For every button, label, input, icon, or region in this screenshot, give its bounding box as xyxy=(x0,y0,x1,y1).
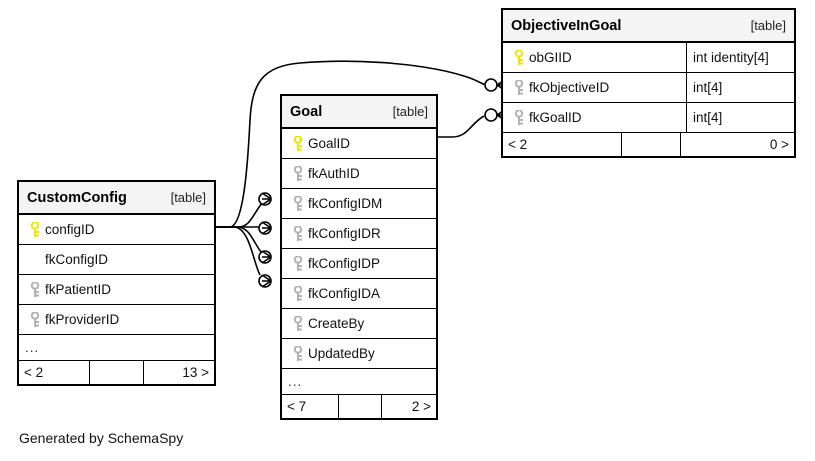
column-cell: fkConfigIDR xyxy=(282,219,436,248)
table-row[interactable]: GoalID xyxy=(282,128,436,158)
column-name: fkAuthID xyxy=(308,166,360,181)
foreign-key-icon xyxy=(288,255,308,272)
footer-middle xyxy=(338,395,382,418)
footer-parent-count: < 7 xyxy=(287,399,307,414)
edge-endpoint-circle xyxy=(258,250,272,264)
footer-middle xyxy=(89,361,144,384)
column-cell: GoalID xyxy=(282,129,436,158)
table-row[interactable]: obGIID int identity[4] xyxy=(503,42,794,72)
column-name: fkConfigIDR xyxy=(308,226,381,241)
column-cell: fkConfigIDP xyxy=(282,249,436,278)
table-row[interactable]: configID xyxy=(19,214,214,244)
column-name: fkConfigIDA xyxy=(308,286,381,301)
column-cell: fkConfigIDA xyxy=(282,279,436,308)
table-row[interactable]: fkProviderID xyxy=(19,304,214,334)
table-row[interactable]: fkConfigIDM xyxy=(282,188,436,218)
primary-key-icon xyxy=(288,135,308,152)
column-name: fkProviderID xyxy=(45,312,120,327)
table-row[interactable]: UpdatedBy xyxy=(282,338,436,368)
table-name: Goal xyxy=(290,103,323,120)
table-row[interactable]: fkConfigIDR xyxy=(282,218,436,248)
edge-goal-objectiveingoal-fkgoalid xyxy=(438,115,485,138)
footer-parent-count: < 2 xyxy=(24,365,44,380)
foreign-key-icon xyxy=(25,311,45,328)
foreign-key-icon xyxy=(288,195,308,212)
table-row[interactable]: fkConfigIDP xyxy=(282,248,436,278)
footer-child-count: 13 > xyxy=(182,365,209,380)
edge-customconfig-goal-fkconfigidm xyxy=(216,202,263,228)
column-type: int[4] xyxy=(686,73,794,102)
column-cell: fkPatientID xyxy=(19,275,214,304)
generated-by-credit: Generated by SchemaSpy xyxy=(19,430,184,446)
foreign-key-icon xyxy=(288,345,308,362)
table-name: CustomConfig xyxy=(27,189,127,206)
column-type: int[4] xyxy=(686,103,794,132)
table-type-tag: [table] xyxy=(170,190,206,205)
column-name: CreateBy xyxy=(308,316,365,331)
foreign-key-icon xyxy=(509,109,529,126)
column-name: GoalID xyxy=(308,136,351,151)
table-row[interactable]: fkConfigIDA xyxy=(282,278,436,308)
foreign-key-icon xyxy=(288,315,308,332)
footer-child-count: 2 > xyxy=(411,399,431,414)
table-footer: < 2 13 > xyxy=(19,360,214,384)
primary-key-icon xyxy=(509,49,529,66)
table-row[interactable]: fkAuthID xyxy=(282,158,436,188)
edge-endpoint-circle xyxy=(258,221,272,235)
table-customconfig[interactable]: CustomConfig [table] configID fkCo xyxy=(17,180,216,386)
table-objectiveingoal[interactable]: ObjectiveInGoal [table] obGIID int ident… xyxy=(501,8,796,158)
footer-parent-count: < 2 xyxy=(508,137,528,152)
table-row[interactable]: CreateBy xyxy=(282,308,436,338)
column-cell: UpdatedBy xyxy=(282,339,436,368)
table-row[interactable]: fkObjectiveID int[4] xyxy=(503,72,794,102)
column-name: obGIID xyxy=(529,50,572,65)
column-cell: configID xyxy=(19,215,214,244)
table-row[interactable]: fkPatientID xyxy=(19,274,214,304)
table-footer: < 2 0 > xyxy=(503,132,794,156)
column-cell: fkGoalID xyxy=(503,103,686,132)
table-row[interactable]: fkGoalID int[4] xyxy=(503,102,794,132)
edge-endpoint-circle xyxy=(258,192,272,206)
table-footer: < 7 2 > xyxy=(282,394,436,418)
column-cell: fkProviderID xyxy=(19,305,214,334)
table-type-tag: [table] xyxy=(392,104,428,119)
column-cell: fkAuthID xyxy=(282,159,436,188)
column-cell: fkConfigID xyxy=(19,245,214,274)
foreign-key-icon xyxy=(288,285,308,302)
foreign-key-icon xyxy=(25,281,45,298)
footer-middle xyxy=(621,133,681,156)
edge-endpoint-circle xyxy=(484,78,498,92)
column-name: UpdatedBy xyxy=(308,346,375,361)
column-cell: CreateBy xyxy=(282,309,436,338)
table-goal[interactable]: Goal [table] GoalID xyxy=(280,94,438,420)
column-name: fkConfigIDP xyxy=(308,256,381,271)
column-cell: fkConfigIDM xyxy=(282,189,436,218)
edge-customconfig-goal-fkconfigidp xyxy=(216,226,262,253)
footer-child-count: 0 > xyxy=(769,137,789,152)
table-title-goal: Goal [table] xyxy=(282,96,436,128)
column-cell: fkObjectiveID xyxy=(503,73,686,102)
table-title-customconfig: CustomConfig [table] xyxy=(19,182,214,214)
foreign-key-icon xyxy=(288,165,308,182)
column-name: fkConfigIDM xyxy=(308,196,383,211)
column-name: fkConfigID xyxy=(45,252,109,267)
table-row[interactable]: fkConfigID xyxy=(19,244,214,274)
column-name: fkObjectiveID xyxy=(529,80,610,95)
column-name: configID xyxy=(45,222,95,237)
table-type-tag: [table] xyxy=(750,18,786,33)
table-name: ObjectiveInGoal xyxy=(511,17,622,34)
foreign-key-icon xyxy=(288,225,308,242)
column-cell: obGIID xyxy=(503,43,686,72)
foreign-key-icon xyxy=(509,79,529,96)
more-columns-indicator: ... xyxy=(19,334,214,360)
primary-key-icon xyxy=(25,221,45,238)
edge-endpoint-circle xyxy=(258,274,272,288)
column-name: fkPatientID xyxy=(45,282,112,297)
column-name: fkGoalID xyxy=(529,110,582,125)
more-columns-indicator: ... xyxy=(282,368,436,394)
edge-customconfig-goal-fkconfigida xyxy=(216,226,261,276)
edge-endpoint-circle xyxy=(484,108,498,122)
table-title-objectiveingoal: ObjectiveInGoal [table] xyxy=(503,10,794,42)
column-type: int identity[4] xyxy=(686,43,794,72)
